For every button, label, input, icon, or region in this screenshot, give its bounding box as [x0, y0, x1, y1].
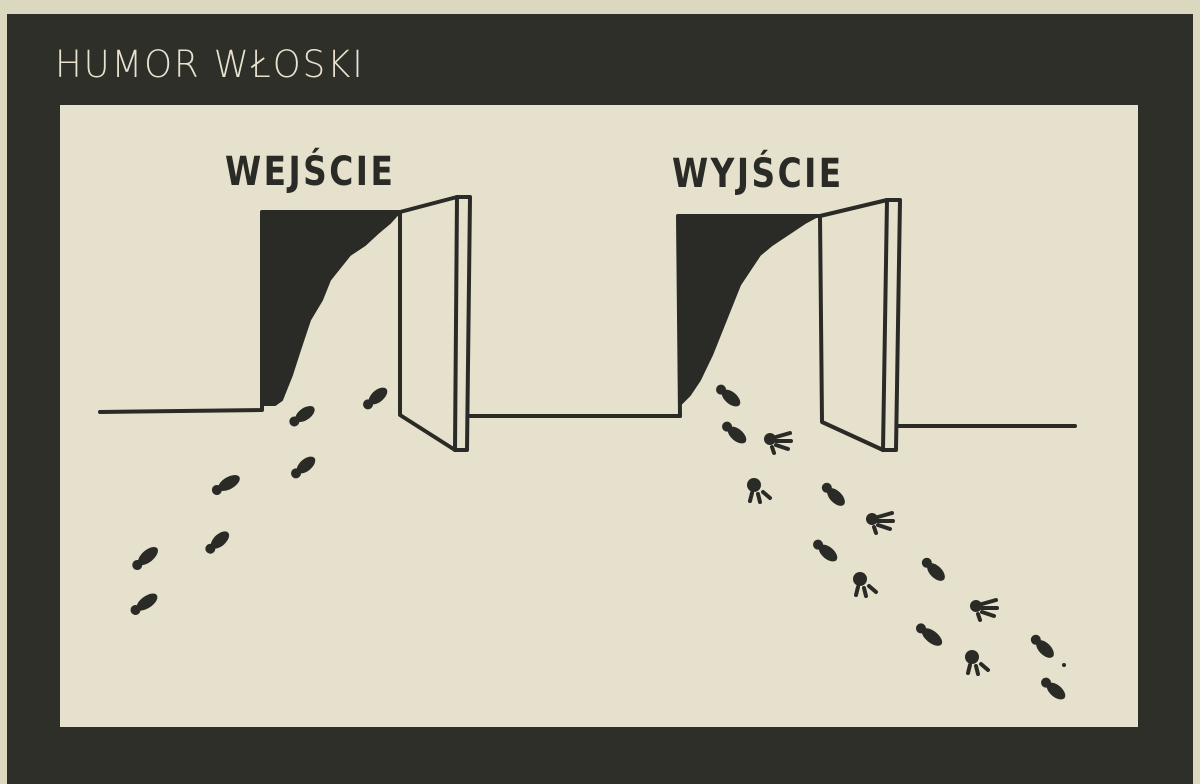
entrance-door-icon [98, 195, 682, 452]
paw-prints-out [747, 431, 1066, 676]
exit-sign: WYJŚCIE [672, 151, 844, 197]
shoe-prints-out [716, 384, 1066, 700]
section-title: HUMOR WŁOSKI [55, 43, 365, 86]
cartoon-drawing [98, 195, 1077, 700]
entrance-sign: WEJŚCIE [225, 149, 396, 195]
cartoon-panel: WEJŚCIE WYJŚCIE [60, 105, 1138, 727]
shoe-prints-in [130, 387, 388, 616]
exit-door-icon [676, 198, 1077, 452]
